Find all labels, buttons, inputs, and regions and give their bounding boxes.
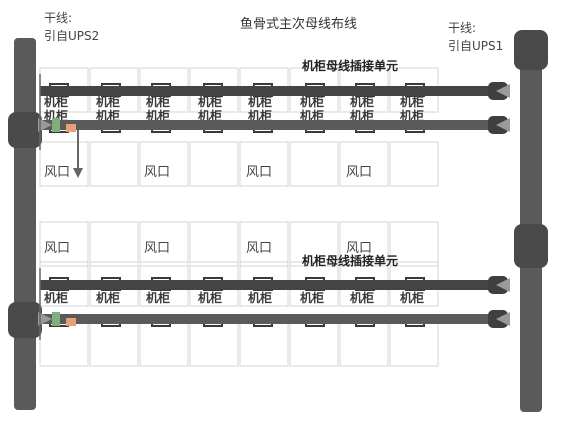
branch-busbar xyxy=(40,314,492,324)
cabinet-label: 机柜 xyxy=(400,108,424,123)
tapoff-arrow xyxy=(496,312,510,326)
unit-label-bottom: 机柜母线插接单元 xyxy=(302,253,398,268)
cabinet-label: 机柜 xyxy=(400,94,424,109)
vent-label: 风口 xyxy=(44,241,70,256)
cabinet-label: 机柜 xyxy=(350,290,374,305)
cabinet-label: 机柜 xyxy=(248,290,272,305)
branch-busbar xyxy=(40,120,492,130)
cabinet-label: 机柜 xyxy=(96,94,120,109)
grid-cell xyxy=(189,141,239,187)
vent-label: 风口 xyxy=(346,241,372,256)
tapoff-arrow xyxy=(496,84,510,98)
cabinet-label: 机柜 xyxy=(44,94,68,109)
cabinet-label: 机柜 xyxy=(96,290,120,305)
grid-cell xyxy=(89,221,139,267)
left-trunk-label-line2: 引自UPS2 xyxy=(44,29,99,43)
cabinet-label: 机柜 xyxy=(44,290,68,305)
vent-group: 风口风口风口风口风口风口风口风口 xyxy=(44,165,372,256)
left-trunk-joint-bottom xyxy=(8,302,42,338)
cabinet-label: 机柜 xyxy=(400,290,424,305)
vent-label: 风口 xyxy=(44,165,70,180)
tapoff-arrow xyxy=(496,118,510,132)
connector-green xyxy=(52,312,60,326)
cabinet-label: 机柜 xyxy=(198,290,222,305)
grid-cell xyxy=(39,141,89,187)
grid-cell xyxy=(289,321,339,367)
cabinet-label: 机柜 xyxy=(350,108,374,123)
branch-busbar xyxy=(40,280,492,290)
cabinet-label: 机柜 xyxy=(300,94,324,109)
grid-cell xyxy=(39,321,89,367)
grid-cell xyxy=(139,141,189,187)
left-trunk-busbar xyxy=(14,38,36,410)
tapoff-arrow xyxy=(38,312,52,326)
grid-cell xyxy=(339,141,389,187)
grid-cell xyxy=(189,321,239,367)
cabinet-label: 机柜 xyxy=(146,290,170,305)
right-trunk-label-line2: 引自UPS1 xyxy=(448,39,503,53)
right-trunk-label-line1: 干线: xyxy=(448,21,476,35)
grid-cell xyxy=(389,321,439,367)
drop-arrow xyxy=(73,168,83,178)
right-trunk-joint-bottom xyxy=(514,224,548,268)
connector-green xyxy=(52,118,60,132)
grid-cell xyxy=(339,321,389,367)
connector-orange xyxy=(66,318,76,326)
cabinet-label: 机柜 xyxy=(248,94,272,109)
cabinet-label: 机柜 xyxy=(300,290,324,305)
vent-label: 风口 xyxy=(346,165,372,180)
cabinet-label: 机柜 xyxy=(198,108,222,123)
unit-label-top: 机柜母线插接单元 xyxy=(302,58,398,73)
cabinet-label: 机柜 xyxy=(44,108,68,123)
grid-cell xyxy=(139,321,189,367)
grid-cell xyxy=(239,221,289,267)
grid-cell xyxy=(39,221,89,267)
vent-label: 风口 xyxy=(144,165,170,180)
vent-label: 风口 xyxy=(246,241,272,256)
vent-label: 风口 xyxy=(144,241,170,256)
tapoff-arrow-group xyxy=(38,74,510,340)
grid-cell xyxy=(89,141,139,187)
branch-busbar xyxy=(40,86,492,96)
tapoff-arrow xyxy=(38,118,52,132)
cabinet-label: 机柜 xyxy=(300,108,324,123)
cabinet-label: 机柜 xyxy=(350,94,374,109)
left-trunk-joint-top xyxy=(8,112,42,148)
diagram-title: 鱼骨式主次母线布线 xyxy=(240,16,357,32)
cabinet-label: 机柜 xyxy=(146,108,170,123)
grid-cell xyxy=(239,141,289,187)
connector-orange xyxy=(66,124,76,132)
cabinet-label: 机柜 xyxy=(248,108,272,123)
cabinet-label: 机柜 xyxy=(96,108,120,123)
vent-label: 风口 xyxy=(246,165,272,180)
grid-cell xyxy=(339,221,389,267)
grid-cell xyxy=(389,221,439,267)
cabinet-label: 机柜 xyxy=(198,94,222,109)
grid-cell xyxy=(189,221,239,267)
tapoff-arrow xyxy=(496,278,510,292)
right-trunk-joint-top xyxy=(514,30,548,70)
cabinet-label: 机柜 xyxy=(146,94,170,109)
grid-cell xyxy=(289,221,339,267)
right-trunk-busbar xyxy=(520,30,542,412)
left-trunk-label-line1: 干线: xyxy=(44,11,72,25)
grid-cell xyxy=(289,141,339,187)
grid-cell xyxy=(139,221,189,267)
grid-cell xyxy=(389,141,439,187)
grid-cell xyxy=(89,321,139,367)
grid-cell xyxy=(239,321,289,367)
